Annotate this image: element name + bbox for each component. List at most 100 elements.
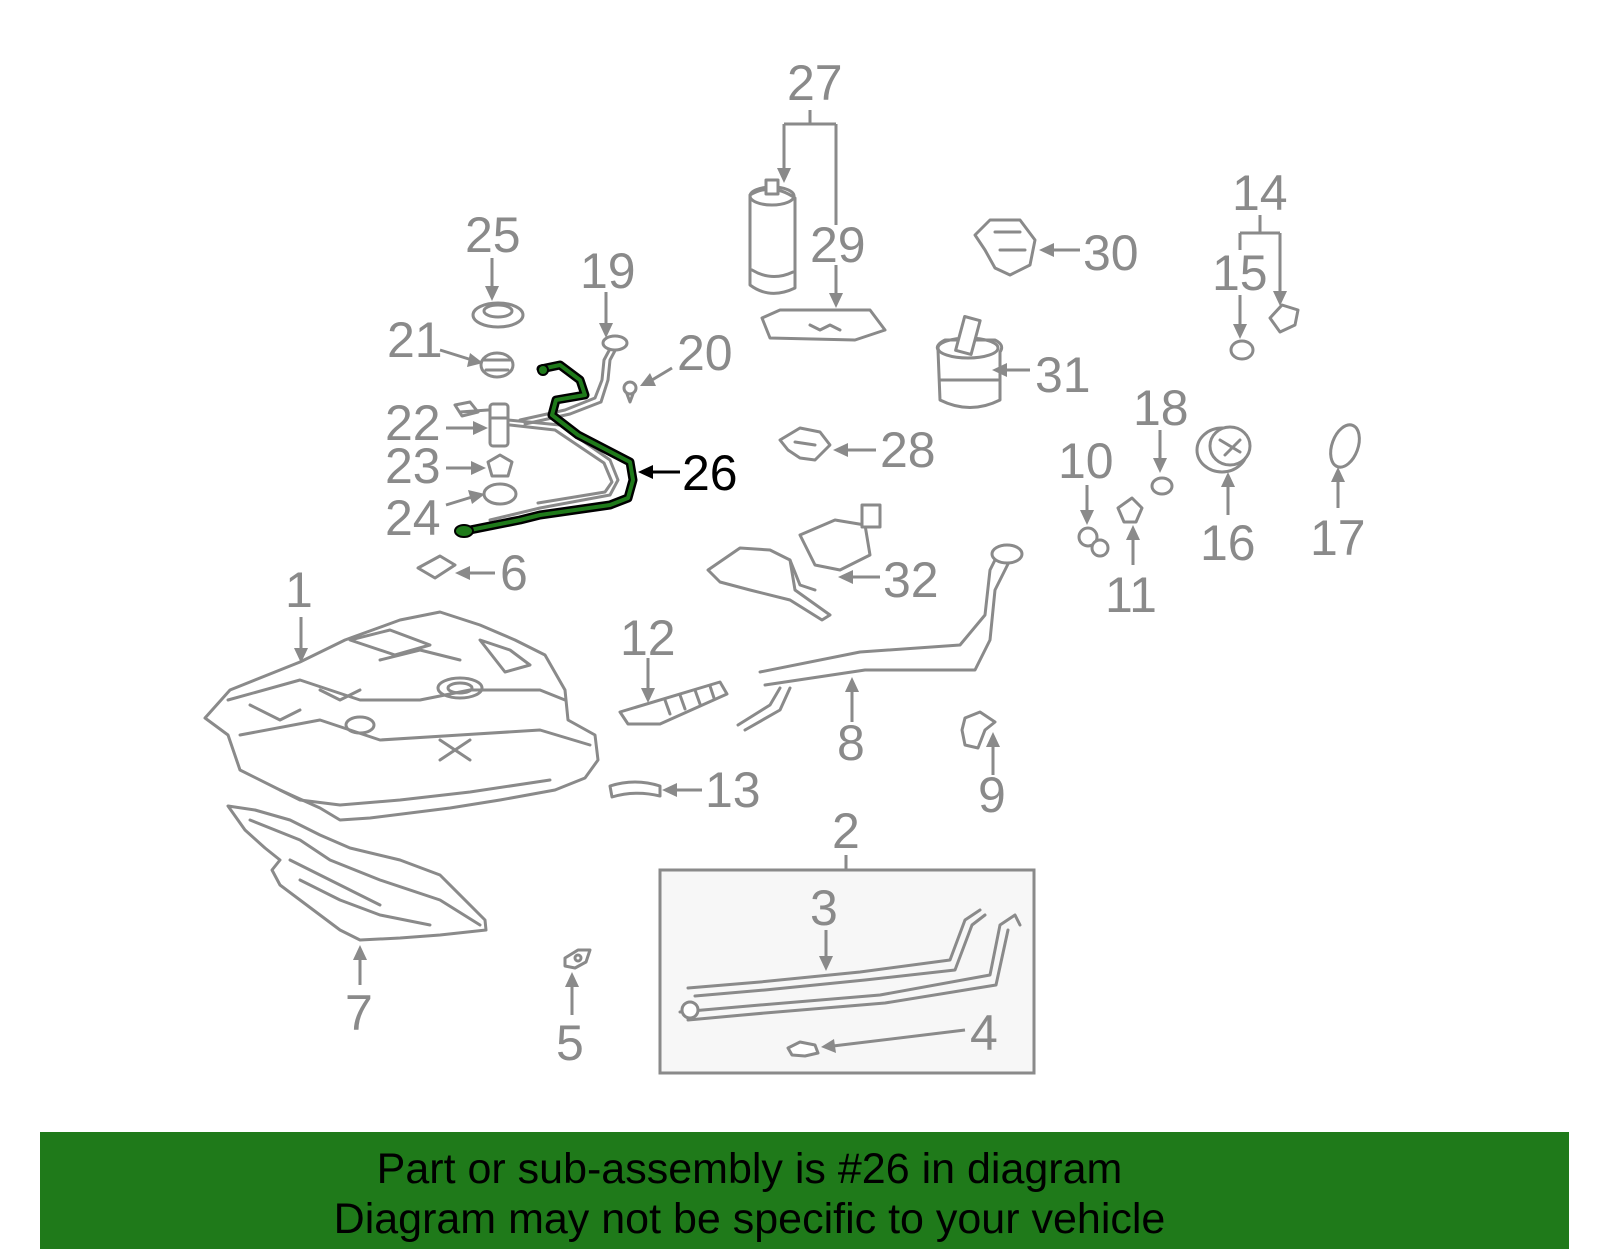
part-29-filter[interactable] xyxy=(760,308,887,342)
part-17-seal-ring[interactable] xyxy=(1325,421,1364,471)
part-28-bracket[interactable] xyxy=(778,426,832,462)
part-8-filler-pipe[interactable] xyxy=(736,543,1024,732)
callout-25[interactable]: 25 xyxy=(465,207,521,263)
callout-15[interactable]: 15 xyxy=(1212,245,1268,301)
part-24-gasket[interactable] xyxy=(482,482,518,506)
part-19-tube[interactable] xyxy=(518,334,629,426)
arrowhead-9 xyxy=(986,732,1000,747)
arrowhead-12 xyxy=(641,688,655,703)
arrowhead-1 xyxy=(294,648,308,663)
arrowhead-24 xyxy=(468,490,485,504)
arrowhead-21 xyxy=(467,353,483,367)
arrowhead-8 xyxy=(845,677,859,692)
arrowhead-6 xyxy=(455,566,470,580)
callout-30[interactable]: 30 xyxy=(1083,225,1139,281)
info-banner: Part or sub-assembly is #26 in diagram D… xyxy=(40,1132,1569,1249)
callout-12[interactable]: 12 xyxy=(620,610,676,666)
callout-1[interactable]: 1 xyxy=(285,562,313,618)
part-14-cap[interactable] xyxy=(1268,303,1300,334)
callout-10[interactable]: 10 xyxy=(1058,433,1114,489)
callout-6[interactable]: 6 xyxy=(500,545,528,601)
arrowhead-26 xyxy=(638,465,653,479)
callout-4[interactable]: 4 xyxy=(970,1005,998,1061)
callout-21[interactable]: 21 xyxy=(387,312,443,368)
part-30-regulator[interactable] xyxy=(973,218,1037,277)
part-25-cap[interactable] xyxy=(471,301,525,329)
arrowhead-31 xyxy=(992,363,1007,377)
callout-29[interactable]: 29 xyxy=(810,217,866,273)
callout-5[interactable]: 5 xyxy=(556,1015,584,1071)
arrowhead-29 xyxy=(829,293,843,308)
part-3-strap[interactable] xyxy=(678,908,1022,1022)
part-11-cap[interactable] xyxy=(1116,496,1144,524)
leader-4 xyxy=(832,1028,966,1048)
callout-16[interactable]: 16 xyxy=(1200,515,1256,571)
callout-11[interactable]: 11 xyxy=(1105,567,1157,623)
callout-31[interactable]: 31 xyxy=(1035,347,1091,403)
part-5-clip[interactable] xyxy=(563,948,592,970)
leader-20 xyxy=(651,366,673,382)
callout-19[interactable]: 19 xyxy=(580,243,636,299)
bracket-27 xyxy=(784,110,836,126)
callout-17[interactable]: 17 xyxy=(1310,510,1366,566)
arrowhead-28 xyxy=(833,443,848,457)
part-20-valve[interactable] xyxy=(622,380,638,404)
callout-20[interactable]: 20 xyxy=(677,325,733,381)
part-18-ring[interactable] xyxy=(1150,476,1174,496)
part-13-hose[interactable] xyxy=(608,780,662,799)
part-6-pad[interactable] xyxy=(416,554,457,580)
bracket-14 xyxy=(1240,215,1280,235)
callout-22[interactable]: 22 xyxy=(385,395,441,451)
arrowhead-7 xyxy=(353,945,367,960)
arrowhead-10 xyxy=(1080,510,1094,525)
arrowhead-11 xyxy=(1126,525,1140,540)
part-4-bolt[interactable] xyxy=(786,1040,820,1058)
part-9-bracket[interactable] xyxy=(960,710,997,750)
callout-7[interactable]: 7 xyxy=(345,985,373,1041)
callout-26[interactable]: 26 xyxy=(682,445,738,501)
arrowhead-25 xyxy=(485,286,499,301)
arrowhead-3 xyxy=(819,956,833,971)
part-2-box[interactable] xyxy=(658,868,1036,1075)
callout-9[interactable]: 9 xyxy=(978,767,1006,823)
callout-28[interactable]: 28 xyxy=(880,422,936,478)
part-27-fuel-pump[interactable] xyxy=(748,178,797,295)
callout-8[interactable]: 8 xyxy=(837,715,865,771)
callout-13[interactable]: 13 xyxy=(705,762,761,818)
part-21-retainer[interactable] xyxy=(479,351,515,379)
callout-14[interactable]: 14 xyxy=(1232,165,1288,221)
part-26-fuel-tube[interactable] xyxy=(454,360,638,538)
part-10-grommet[interactable] xyxy=(1077,526,1110,558)
callout-18[interactable]: 18 xyxy=(1133,380,1189,436)
banner-line-1: Part or sub-assembly is #26 in diagram xyxy=(376,1145,1123,1193)
part-22-gauge[interactable] xyxy=(453,400,510,448)
callout-3[interactable]: 3 xyxy=(810,880,838,936)
callout-23[interactable]: 23 xyxy=(385,438,441,494)
part-31-pump-bracket[interactable] xyxy=(935,315,1004,409)
part-32-pump-module[interactable] xyxy=(706,503,882,622)
arrowhead-14 xyxy=(1273,291,1287,306)
arrowhead-27a xyxy=(777,168,791,183)
part-7-heat-shield[interactable] xyxy=(226,804,488,942)
arrowhead-30 xyxy=(1039,243,1054,257)
part-15-cap[interactable] xyxy=(1229,339,1255,361)
part-12-hose[interactable] xyxy=(618,680,729,726)
arrowhead-18 xyxy=(1153,458,1167,473)
banner-line-2: Diagram may not be specific to your vehi… xyxy=(333,1195,1166,1243)
leader-24 xyxy=(445,495,473,507)
callout-32[interactable]: 32 xyxy=(883,552,939,608)
callout-2[interactable]: 2 xyxy=(832,803,860,859)
leader-21 xyxy=(439,348,473,362)
arrowhead-5 xyxy=(565,972,579,987)
arrowhead-4 xyxy=(821,1039,836,1053)
arrowhead-22 xyxy=(473,421,488,435)
arrowhead-16 xyxy=(1221,472,1235,487)
part-23-float[interactable] xyxy=(486,453,514,478)
callout-27[interactable]: 27 xyxy=(787,55,843,111)
arrowhead-17 xyxy=(1331,467,1345,482)
arrowhead-23 xyxy=(471,461,486,475)
part-16-fuel-cap[interactable] xyxy=(1195,425,1252,474)
callout-24[interactable]: 24 xyxy=(385,490,441,546)
part-1-fuel-tank[interactable] xyxy=(203,610,600,822)
